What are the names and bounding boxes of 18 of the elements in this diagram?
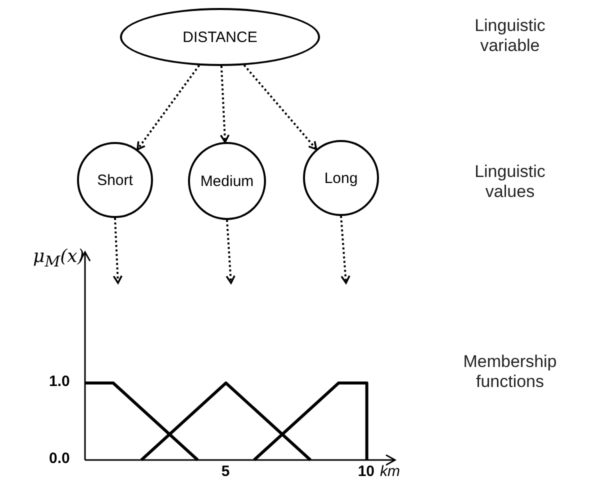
node-label: Medium (200, 172, 254, 190)
node-label: Long (324, 170, 358, 186)
dotted-arrow (112, 218, 123, 284)
dotted-arrow (136, 64, 200, 150)
dotted-arrow (340, 216, 350, 284)
tick-label: 10 (358, 463, 374, 480)
dotted-arrow (243, 64, 318, 150)
axis-label: km (380, 463, 400, 480)
node-label: DISTANCE (182, 28, 258, 46)
dotted-arrow (220, 66, 230, 143)
tick-label: 5 (221, 463, 230, 480)
side-label: Linguistic values (474, 162, 546, 202)
tick-label: 1.0 (49, 372, 70, 390)
side-label: Membership functions (462, 352, 558, 392)
dotted-arrow (226, 220, 236, 284)
tick-label: 0.0 (49, 450, 70, 467)
side-label: Linguistic variable (474, 16, 546, 56)
node-label: Short (97, 172, 133, 188)
